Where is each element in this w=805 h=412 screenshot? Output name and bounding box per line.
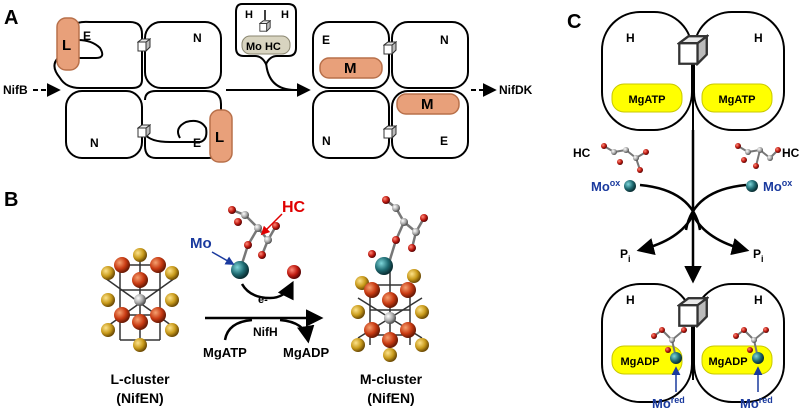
c-mo-ox-right-label: Moox — [763, 178, 792, 194]
l-cluster-name: L-cluster — [110, 371, 170, 387]
subunit-n-bottom-left-m — [312, 90, 390, 159]
c-top-h-right: H — [754, 31, 763, 45]
nifen-l-complex — [53, 20, 222, 159]
electron-label: e- — [258, 294, 268, 306]
nifb-label: NifB — [3, 83, 28, 97]
cluster-cube-2 — [137, 124, 151, 138]
nifen-m-complex — [312, 21, 469, 159]
c-bottom-cluster-cube — [678, 297, 708, 327]
l-cluster-protein: (NifEN) — [116, 390, 163, 406]
domain-e-label-3: E — [322, 33, 330, 47]
mo-label: Mo — [190, 235, 212, 252]
cluster-cube-3 — [383, 41, 397, 55]
c-mgatp-left — [611, 83, 683, 113]
m-cluster-bottom — [396, 93, 460, 115]
hc-box-h1: H — [245, 9, 253, 21]
adp-out-curve — [279, 318, 315, 344]
nifdk-label: NifDK — [499, 83, 533, 97]
c-hc-label-left: HC — [573, 146, 591, 160]
hc-insert-curve — [265, 61, 296, 91]
c-hc-molecule-right — [735, 143, 781, 169]
c-mo-red-right-label: Mored — [740, 395, 773, 411]
domain-n-label-1: N — [193, 31, 202, 45]
panel-a-letter: A — [4, 7, 18, 29]
c-mgatp-right-label: MgATP — [718, 94, 755, 106]
c-mo-ox-left-atom — [624, 180, 636, 192]
c-out-right-curve — [691, 214, 750, 256]
nifh-bottom-left-subunit — [601, 283, 693, 403]
c-mgadp-right-label: MgADP — [708, 356, 747, 368]
c-in-right-curve — [684, 183, 747, 231]
m-cluster-bottom-label: M — [421, 96, 434, 113]
c-hc-molecule-left — [601, 143, 649, 173]
mo-pointer — [211, 251, 235, 265]
mo-hc-molecule — [228, 206, 301, 279]
c-top-h-left: H — [626, 31, 635, 45]
subunit-e-top-left — [53, 20, 143, 89]
c-hc-label-right: HC — [782, 146, 800, 160]
c-in-left-curve — [639, 183, 702, 231]
hc-box-h2: H — [281, 9, 289, 21]
domain-n-label-4: N — [322, 134, 331, 148]
electron-arrow — [240, 280, 294, 301]
c-bound-mo-hc-left — [651, 327, 687, 364]
m-cluster-name: M-cluster — [360, 371, 423, 387]
c-bottom-h-right: H — [754, 293, 763, 307]
c-bottom-h-left: H — [626, 293, 635, 307]
mgatp-label-b: MgATP — [203, 345, 247, 360]
hc-label: HC — [282, 199, 306, 216]
c-mgatp-left-label: MgATP — [628, 94, 665, 106]
hc-box-label: Mo HC — [246, 41, 281, 53]
l-cluster-bottom-label: L — [215, 129, 224, 146]
subunit-e-top-left-m — [312, 21, 390, 89]
c-mgadp-left — [611, 345, 683, 375]
mgadp-label-b: MgADP — [283, 345, 330, 360]
domain-e-label-1: E — [83, 29, 91, 43]
subunit-n-bottom-left — [65, 90, 143, 159]
c-mo-ox-left-label: Moox — [591, 178, 620, 194]
domain-e-label-4: E — [440, 134, 448, 148]
domain-n-label-3: N — [440, 33, 449, 47]
m-cluster-model — [351, 196, 429, 362]
l-cluster-model — [101, 248, 179, 352]
cluster-cube-1 — [137, 38, 151, 52]
cluster-cube-4 — [383, 125, 397, 139]
subunit-n-top-right — [144, 21, 222, 89]
l-cluster-bottom — [209, 109, 233, 163]
hc-pointer — [260, 213, 283, 236]
panel-a: A E N N E L L NifB — [3, 3, 533, 163]
panel-b: B L-cluster (NifEN) — [4, 189, 429, 406]
c-mgatp-right — [701, 83, 773, 113]
c-top-cluster-cube — [678, 35, 708, 65]
c-mo-ox-right-atom — [746, 180, 758, 192]
domain-n-label-2: N — [90, 136, 99, 150]
l-cluster-top-label: L — [62, 37, 71, 54]
subunit-e-bottom-right-m — [391, 90, 469, 159]
domain-e-label-2: E — [193, 136, 201, 150]
atp-in-curve — [223, 318, 253, 341]
c-pi-left: Pi — [620, 247, 631, 264]
nifh-label: NifH — [253, 325, 278, 339]
panel-c: C H H MgATP MgATP — [567, 11, 800, 411]
c-pi-right: Pi — [753, 247, 764, 264]
c-bound-mo-hc-right — [733, 327, 769, 364]
c-out-left-curve — [636, 214, 695, 256]
c-mo-red-left-label: Mored — [652, 395, 685, 411]
panel-c-letter: C — [567, 11, 581, 33]
m-cluster-top-label: M — [344, 60, 357, 77]
m-cluster-protein: (NifEN) — [367, 390, 414, 406]
c-mgadp-left-label: MgADP — [620, 356, 659, 368]
m-cluster-top — [319, 57, 383, 79]
subunit-n-top-right-m — [391, 21, 469, 89]
l-cluster-top — [56, 17, 80, 71]
panel-b-letter: B — [4, 189, 18, 211]
subunit-e-bottom-right — [144, 90, 222, 159]
